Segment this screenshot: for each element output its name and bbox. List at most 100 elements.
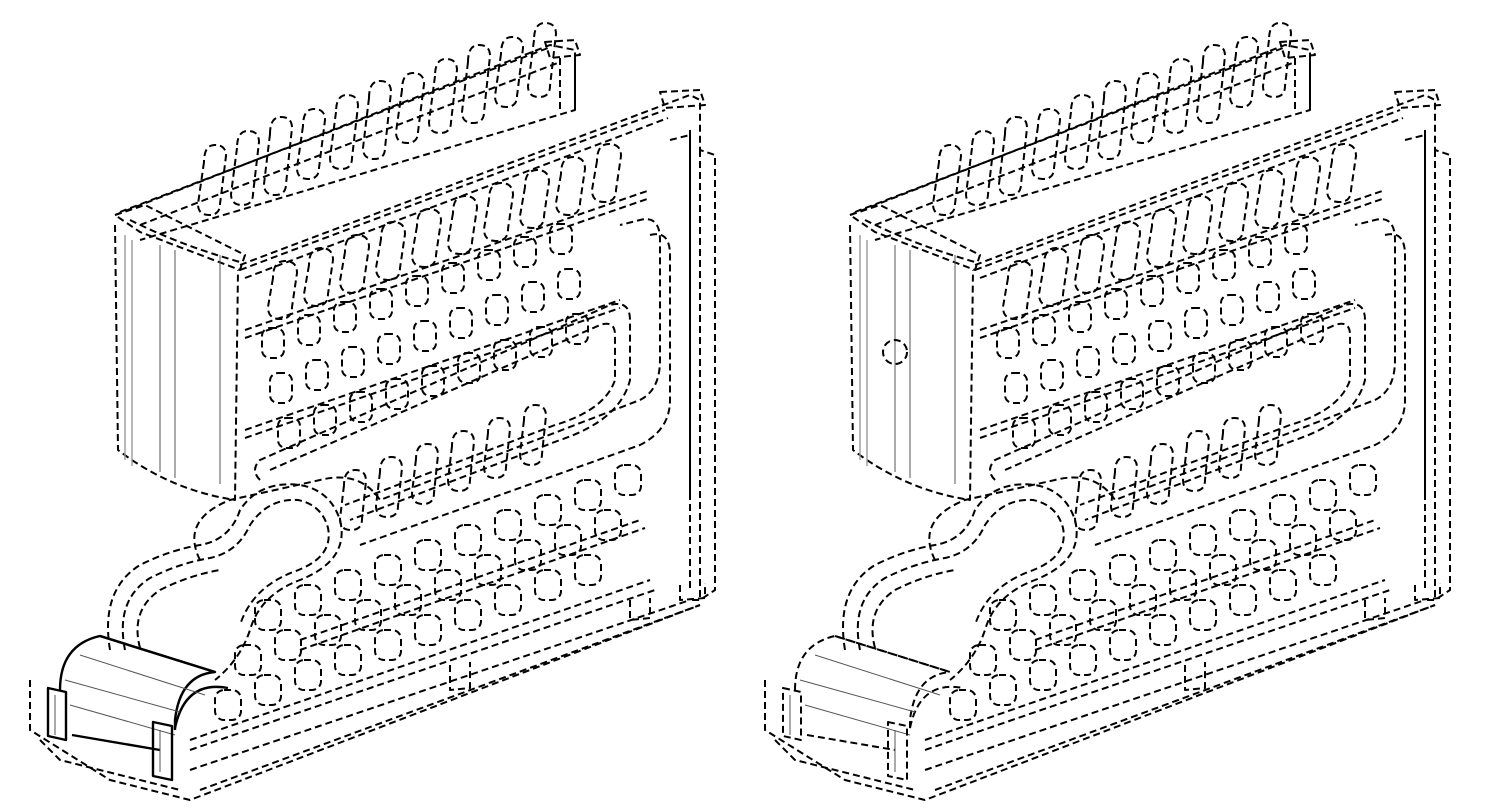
lower-slot: [1218, 417, 1246, 479]
back-slot: [965, 130, 995, 206]
small-cutout: [1248, 236, 1272, 268]
base-cutout: [594, 509, 622, 541]
top-rail-inner: [874, 61, 1296, 226]
small-cutout: [1212, 249, 1236, 281]
base-cutout: [394, 584, 422, 616]
mid-slot: [1146, 208, 1177, 268]
base-cutout: [1309, 554, 1337, 586]
mid-slot: [1326, 143, 1357, 203]
post-cap-right: [1394, 89, 1441, 109]
mid-slot: [1038, 247, 1069, 307]
small-cutout: [413, 320, 437, 352]
base-cutout: [1189, 524, 1217, 556]
shelf-top-2: [244, 117, 669, 279]
horizontal-rail: [979, 197, 1386, 339]
base-cutout: [1229, 584, 1257, 616]
roller-shading-line: [804, 704, 911, 736]
horizontal-rail: [244, 307, 621, 439]
hump-curve-2: [856, 498, 1065, 651]
lower-slot: [519, 404, 547, 466]
post-back: [559, 58, 576, 110]
back-slot: [1229, 36, 1259, 108]
base-cutout: [294, 584, 322, 616]
top-rail-back: [114, 44, 576, 241]
mid-slot: [1290, 156, 1321, 216]
horizontal-rail: [979, 307, 1356, 439]
small-cutout: [333, 301, 357, 333]
small-cutout: [996, 327, 1020, 359]
base-cutout: [414, 614, 442, 646]
base-rail: [199, 604, 701, 791]
roller-top-edge: [99, 634, 216, 674]
small-cutout: [493, 339, 517, 371]
front-panel-top: [849, 204, 981, 271]
small-cutout: [1148, 320, 1172, 352]
mid-slot: [483, 182, 514, 242]
roller-shading-line: [69, 704, 176, 736]
base-cutout: [1349, 464, 1377, 496]
back-slot: [428, 58, 458, 134]
back-slot: [527, 22, 557, 98]
back-slot: [932, 144, 962, 216]
roller-left-profile: [58, 634, 217, 730]
outer-loop: [928, 218, 1396, 561]
small-cutout: [261, 327, 285, 359]
back-slot: [1196, 44, 1226, 124]
small-cutout: [457, 352, 481, 384]
post-cap-back: [1279, 39, 1316, 59]
foot-mid: [1184, 662, 1206, 691]
base-cutout: [554, 524, 582, 556]
small-cutout: [1228, 339, 1252, 371]
front-panel-outline: [114, 224, 239, 501]
base-cutout: [354, 599, 382, 631]
back-slot: [329, 94, 359, 170]
small-cutout: [441, 262, 465, 294]
small-cutout: [1140, 275, 1164, 307]
right-frame-rail: [1404, 134, 1426, 500]
small-cutout: [1256, 281, 1280, 313]
inner-loop: [989, 303, 1366, 521]
small-cutout: [549, 223, 573, 255]
base-cutout: [314, 614, 342, 646]
shelf-top: [239, 109, 666, 271]
roller-bracket-left: [46, 686, 68, 742]
small-cutout: [385, 378, 409, 410]
base-cutout: [254, 599, 282, 631]
front-panel-top-curve: [129, 219, 241, 263]
small-cutout: [1012, 417, 1036, 449]
base-outline: [764, 604, 1436, 801]
small-cutout: [1048, 404, 1072, 436]
post-cap-back: [544, 39, 581, 59]
back-slot: [263, 116, 293, 196]
small-cutout: [269, 372, 293, 404]
figure-first-view: [29, 22, 716, 801]
base-rail: [1034, 527, 1381, 651]
base-cutout: [1169, 569, 1197, 601]
small-cutout: [297, 314, 321, 346]
small-cutout: [1112, 333, 1136, 365]
base-cutout: [214, 689, 242, 721]
base-rail: [189, 599, 691, 771]
lower-slot: [1074, 469, 1102, 531]
lower-slot: [339, 469, 367, 531]
small-cutout: [405, 275, 429, 307]
small-cutout: [1104, 288, 1128, 320]
base-rail: [924, 589, 1391, 751]
small-cutout: [341, 346, 365, 378]
shelf-top: [974, 109, 1401, 271]
foot-right: [679, 583, 706, 601]
mid-slot: [267, 260, 298, 320]
base-cutout: [454, 524, 482, 556]
roller-bracket-left: [782, 687, 802, 741]
back-slot: [1163, 58, 1193, 134]
hump-curve-2: [121, 498, 330, 651]
mid-slot: [303, 247, 334, 307]
base-cutout: [274, 629, 302, 661]
mid-slot: [1182, 195, 1213, 255]
mid-slot: [375, 221, 406, 281]
back-slot: [494, 36, 524, 108]
mid-slot: [519, 169, 550, 229]
base-cutout: [1269, 569, 1297, 601]
roller-bracket-right: [151, 720, 174, 782]
top-rail-back: [849, 44, 1311, 241]
